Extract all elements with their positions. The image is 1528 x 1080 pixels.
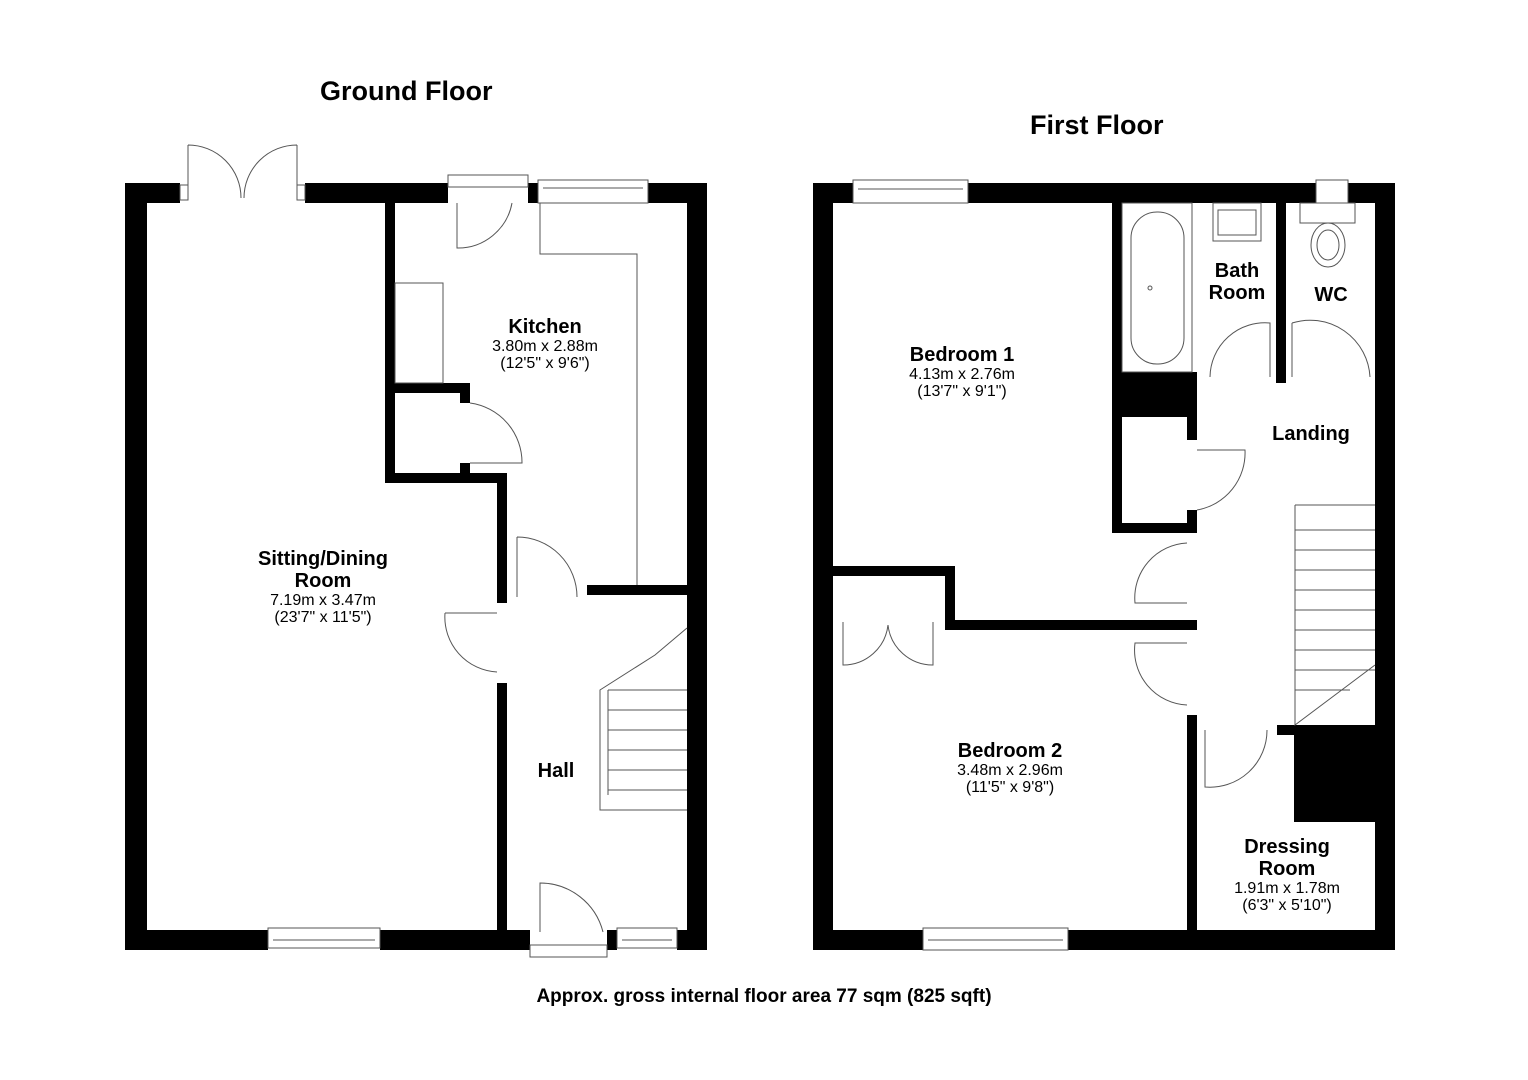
- room-label-sitting-dining: Sitting/Dining Room 7.19m x 3.47m (23'7"…: [258, 548, 388, 626]
- room-imperial: (23'7" x 11'5"): [274, 609, 372, 626]
- first-floor-fixtures: [842, 179, 1376, 951]
- room-name: Sitting/Dining: [258, 548, 388, 570]
- room-name-line2: Room: [1208, 282, 1266, 304]
- room-name: Kitchen: [508, 316, 582, 338]
- room-metric: 7.19m x 3.47m: [270, 592, 376, 609]
- room-metric: 1.91m x 1.78m: [1234, 880, 1340, 897]
- room-name: Bedroom 1: [909, 344, 1015, 366]
- first-floor-walls: [813, 183, 1395, 950]
- room-label-landing: Landing: [1272, 423, 1350, 445]
- room-name-line2: Room: [294, 570, 352, 592]
- floor-area-footer: Approx. gross internal floor area 77 sqm…: [536, 986, 992, 1007]
- room-name: WC: [1314, 284, 1348, 306]
- room-label-wc: WC: [1314, 284, 1347, 306]
- room-imperial: (11'5" x 9'8"): [965, 779, 1055, 796]
- room-label-bedroom-2: Bedroom 2 3.48m x 2.96m (11'5" x 9'8"): [957, 740, 1063, 796]
- room-metric: 3.80m x 2.88m: [492, 338, 598, 355]
- room-imperial: (6'3" x 5'10"): [1242, 897, 1332, 914]
- room-metric: 4.13m x 2.76m: [909, 366, 1015, 383]
- room-metric: 3.48m x 2.96m: [957, 762, 1063, 779]
- ground-floor-title: Ground Floor: [320, 76, 493, 106]
- room-label-dressing-room: Dressing Room 1.91m x 1.78m (6'3" x 5'10…: [1234, 836, 1340, 914]
- room-imperial: (13'7" x 9'1"): [917, 383, 1007, 400]
- room-name: Landing: [1272, 423, 1350, 445]
- room-name: Hall: [537, 760, 575, 782]
- room-name: Bedroom 2: [957, 740, 1063, 762]
- room-label-bathroom: Bath Room: [1209, 260, 1266, 304]
- room-label-kitchen: Kitchen 3.80m x 2.88m (12'5" x 9'6"): [492, 316, 598, 372]
- ground-floor-walls: [125, 183, 707, 950]
- ground-floor-fixtures: [179, 144, 688, 958]
- room-name: Bath: [1214, 260, 1260, 282]
- room-imperial: (12'5" x 9'6"): [500, 355, 590, 372]
- room-label-bedroom-1: Bedroom 1 4.13m x 2.76m (13'7" x 9'1"): [909, 344, 1015, 400]
- room-name: Dressing: [1244, 836, 1330, 858]
- room-name-line2: Room: [1258, 858, 1316, 880]
- first-floor-title: First Floor: [1030, 110, 1164, 140]
- room-label-hall: Hall: [538, 760, 575, 782]
